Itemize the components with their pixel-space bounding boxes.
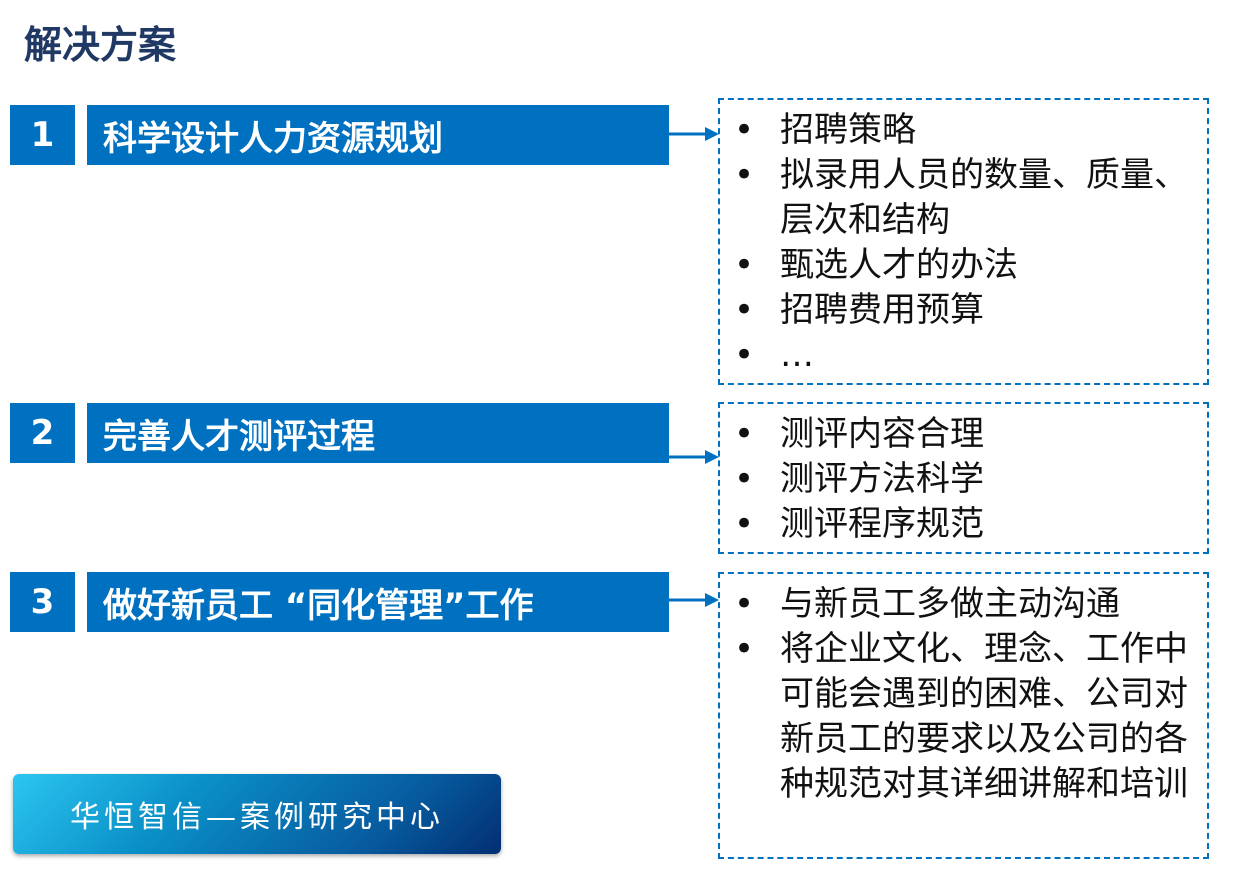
page-title: 解决方案: [24, 23, 177, 67]
row-1-label: 科学设计人力资源规划: [87, 105, 669, 165]
bullet-item: •将企业文化、理念、工作中可能会遇到的困难、公司对新员工的要求以及公司的各种规范…: [734, 629, 1188, 804]
bullet-item: •拟录用人员的数量、质量、层次和结构: [734, 155, 1188, 240]
row-2-label: 完善人才测评过程: [87, 403, 669, 463]
row-2-number: 2: [10, 403, 75, 463]
arrow-right-icon: [669, 593, 719, 607]
row-3-number: 3: [10, 572, 75, 632]
row-3-label: 做好新员工 “同化管理”工作: [87, 572, 669, 632]
row-1-details: •招聘策略 •拟录用人员的数量、质量、层次和结构 •甄选人才的办法 •招聘费用预…: [718, 98, 1209, 385]
row-3-details: •与新员工多做主动沟通 •将企业文化、理念、工作中可能会遇到的困难、公司对新员工…: [718, 572, 1209, 859]
row-1-number: 1: [10, 105, 75, 165]
bullet-item: •测评方法科学: [734, 459, 984, 499]
logo-banner: 华恒智信—案例研究中心: [13, 774, 501, 854]
bullet-item: •与新员工多做主动沟通: [734, 584, 1120, 624]
bullet-item: •甄选人才的办法: [734, 245, 1018, 285]
bullet-item: •测评内容合理: [734, 414, 984, 454]
bullet-item: •招聘策略: [734, 110, 916, 150]
row-2-details: •测评内容合理 •测评方法科学 •测评程序规范: [718, 402, 1209, 554]
bullet-item: •…: [734, 335, 814, 375]
bullet-item: •测评程序规范: [734, 504, 984, 544]
arrow-right-icon: [669, 450, 719, 464]
bullet-item: •招聘费用预算: [734, 290, 984, 330]
arrow-right-icon: [669, 127, 719, 141]
